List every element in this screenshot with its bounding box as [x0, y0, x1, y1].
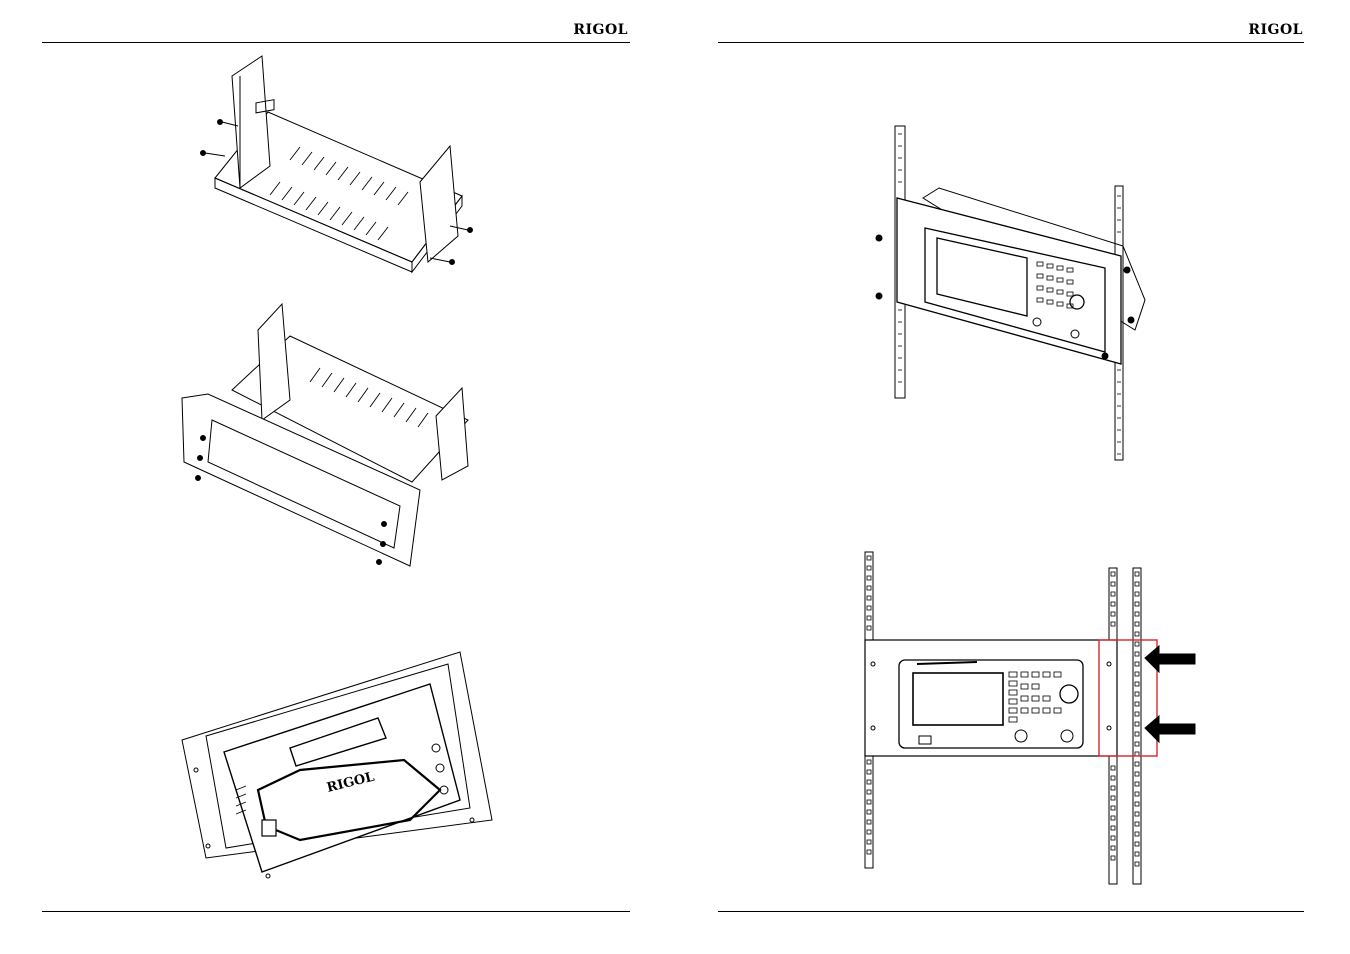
- figure-tray-front-panel: [182, 304, 468, 566]
- right-illustrations: [675, 0, 1350, 954]
- figure-instrument-in-tray: RIGOL: [182, 652, 492, 878]
- figure-rack-mount-perspective: [876, 126, 1145, 460]
- figure-rack-mount-front: [865, 552, 1195, 884]
- figure-tray-brackets: [201, 56, 473, 272]
- pointer-arrow-lower: [1145, 716, 1195, 742]
- pointer-arrow-upper: [1145, 646, 1195, 672]
- left-page: RIGOL: [0, 0, 675, 954]
- right-page: RIGOL: [675, 0, 1350, 954]
- left-illustrations: RIGOL: [0, 0, 675, 954]
